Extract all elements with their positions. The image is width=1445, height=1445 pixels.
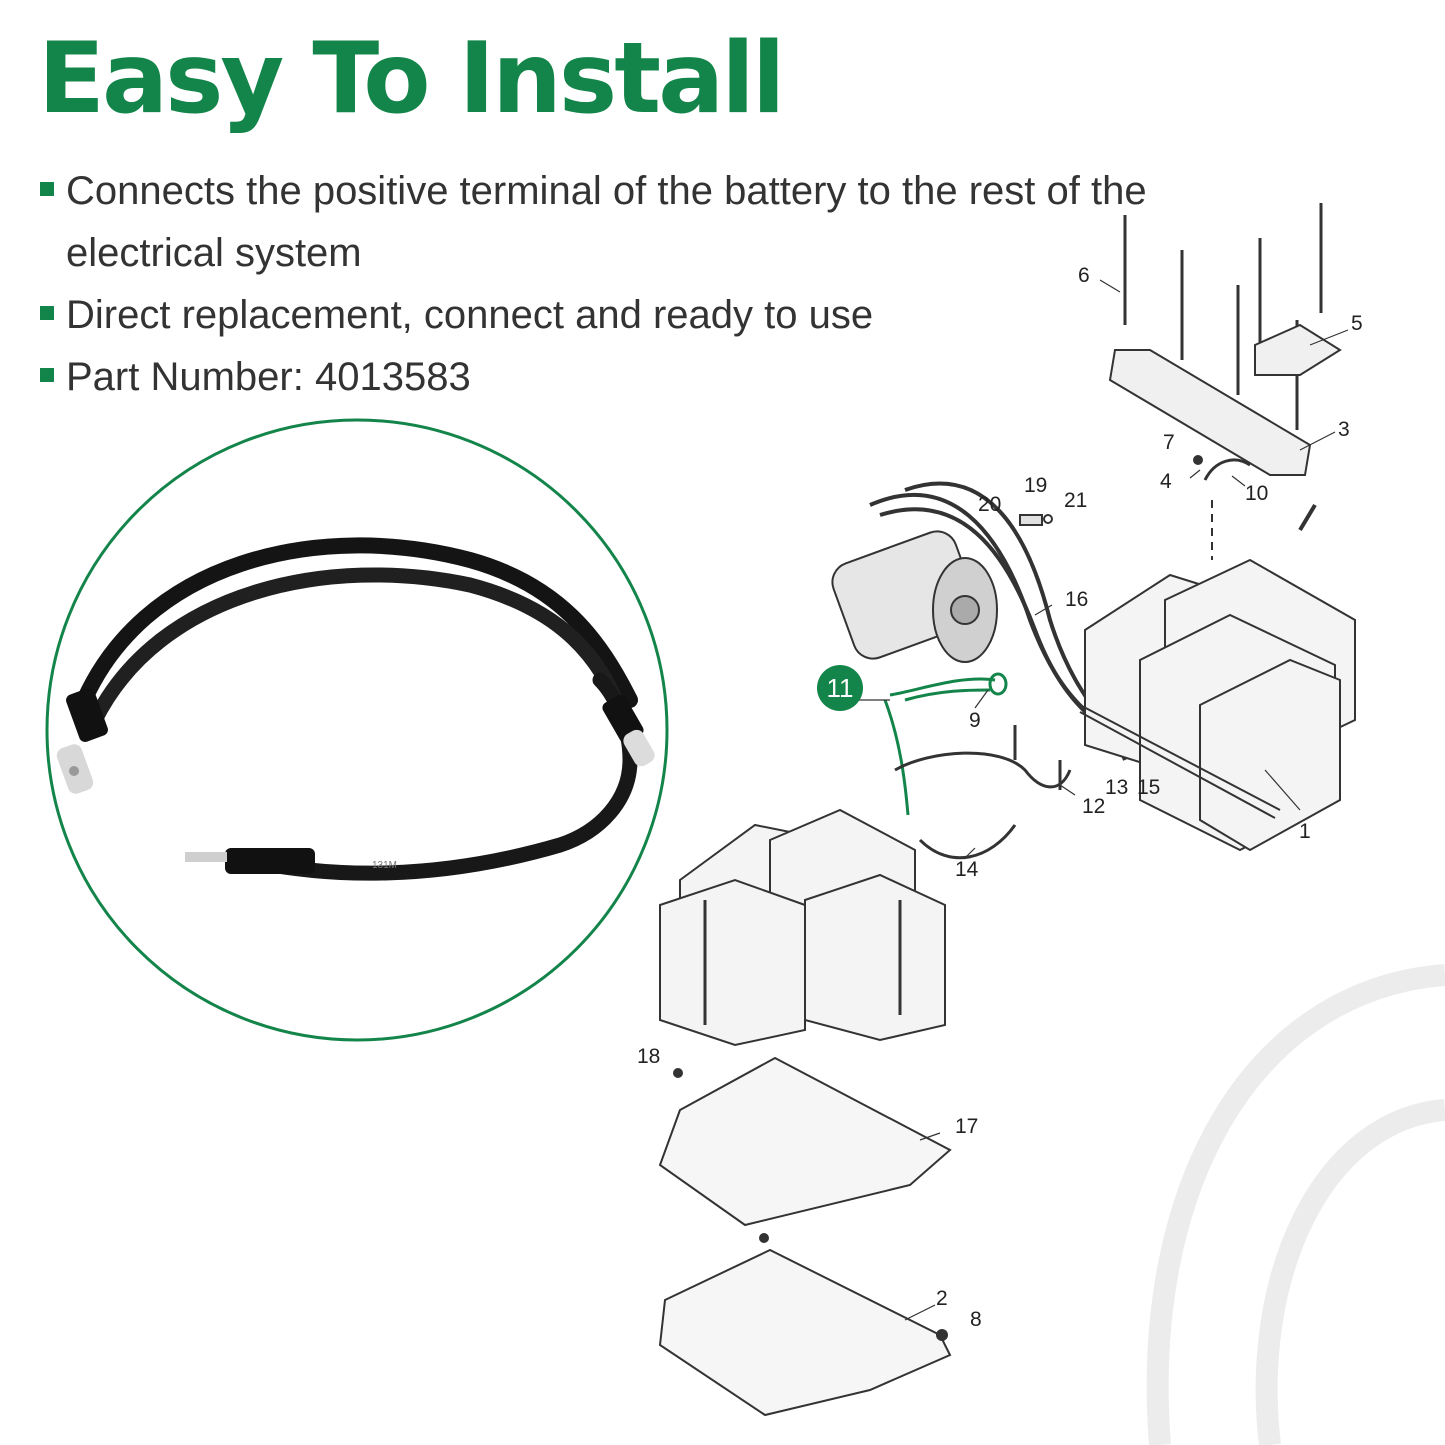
washer-part [1043,514,1053,524]
fuse-part [1019,514,1043,526]
cable-end-stub: 131M [185,848,397,874]
feature-text: Connects the positive terminal of the ba… [66,169,1147,275]
feature-item: Part Number: 4013583 [40,346,1220,408]
callout-16: 16 [1065,588,1088,611]
feature-text: Direct replacement, connect and ready to… [66,293,874,337]
highlighted-cable-11 [883,672,1008,816]
callout-8: 8 [970,1308,982,1331]
callout-labels: 1 2 3 4 5 6 7 8 9 10 11 12 13 14 15 16 1… [637,264,1363,1331]
callout-21: 21 [1064,489,1087,512]
screw-part [673,1068,683,1078]
callout-14: 14 [955,858,979,881]
callout-18: 18 [637,1045,660,1068]
callout-17: 17 [955,1115,978,1138]
cable-12 [894,751,1072,789]
callout-19: 19 [1024,474,1047,497]
short-cable-part [1203,458,1251,481]
screw-part [759,1233,769,1243]
nut-part [1193,455,1203,465]
screw-part [936,1329,948,1341]
callout-12: 12 [1082,795,1105,818]
callout-2: 2 [936,1287,948,1310]
callout-3: 3 [1338,418,1350,441]
parts-diagram [658,203,1356,1417]
leader-lines [858,279,1349,1321]
page-title: Easy To Install [38,22,785,136]
bracket-clamp [1254,323,1342,376]
callout-5: 5 [1351,312,1363,335]
feature-text: Part Number: 4013583 [66,355,471,399]
cable-14 [918,824,1017,860]
product-photo-circle: 131M [45,418,669,1042]
cable-end-left [56,688,108,794]
callout-1: 1 [1299,820,1311,843]
cable-print-text: 131M [372,860,397,871]
base-plate [658,1248,952,1417]
battery-tray [658,1056,952,1227]
battery-bank-right [1079,558,1356,852]
callout-11: 11 [827,673,854,703]
callout-4: 4 [1160,470,1172,493]
feature-item: Connects the positive terminal of the ba… [40,160,1220,284]
callout-11-badge [817,665,863,711]
callout-6: 6 [1078,264,1090,287]
feature-list: Connects the positive terminal of the ba… [40,160,1220,408]
bullet-square-icon [40,306,54,320]
short-jumper-part [1298,503,1317,532]
callout-7: 7 [1163,431,1175,454]
callout-20: 20 [978,493,1001,516]
cable-end-right [602,694,655,767]
callout-9: 9 [969,709,981,732]
callout-13: 13 [1105,776,1128,799]
hold-down-bracket [1108,349,1312,476]
background-arcs [1146,964,1445,1445]
callout-15: 15 [1137,776,1160,799]
feature-item: Direct replacement, connect and ready to… [40,284,1220,346]
bullet-square-icon [40,182,54,196]
callout-10: 10 [1245,482,1268,505]
battery-bank-left [659,808,946,1047]
bullet-square-icon [40,368,54,382]
motor [831,530,998,663]
